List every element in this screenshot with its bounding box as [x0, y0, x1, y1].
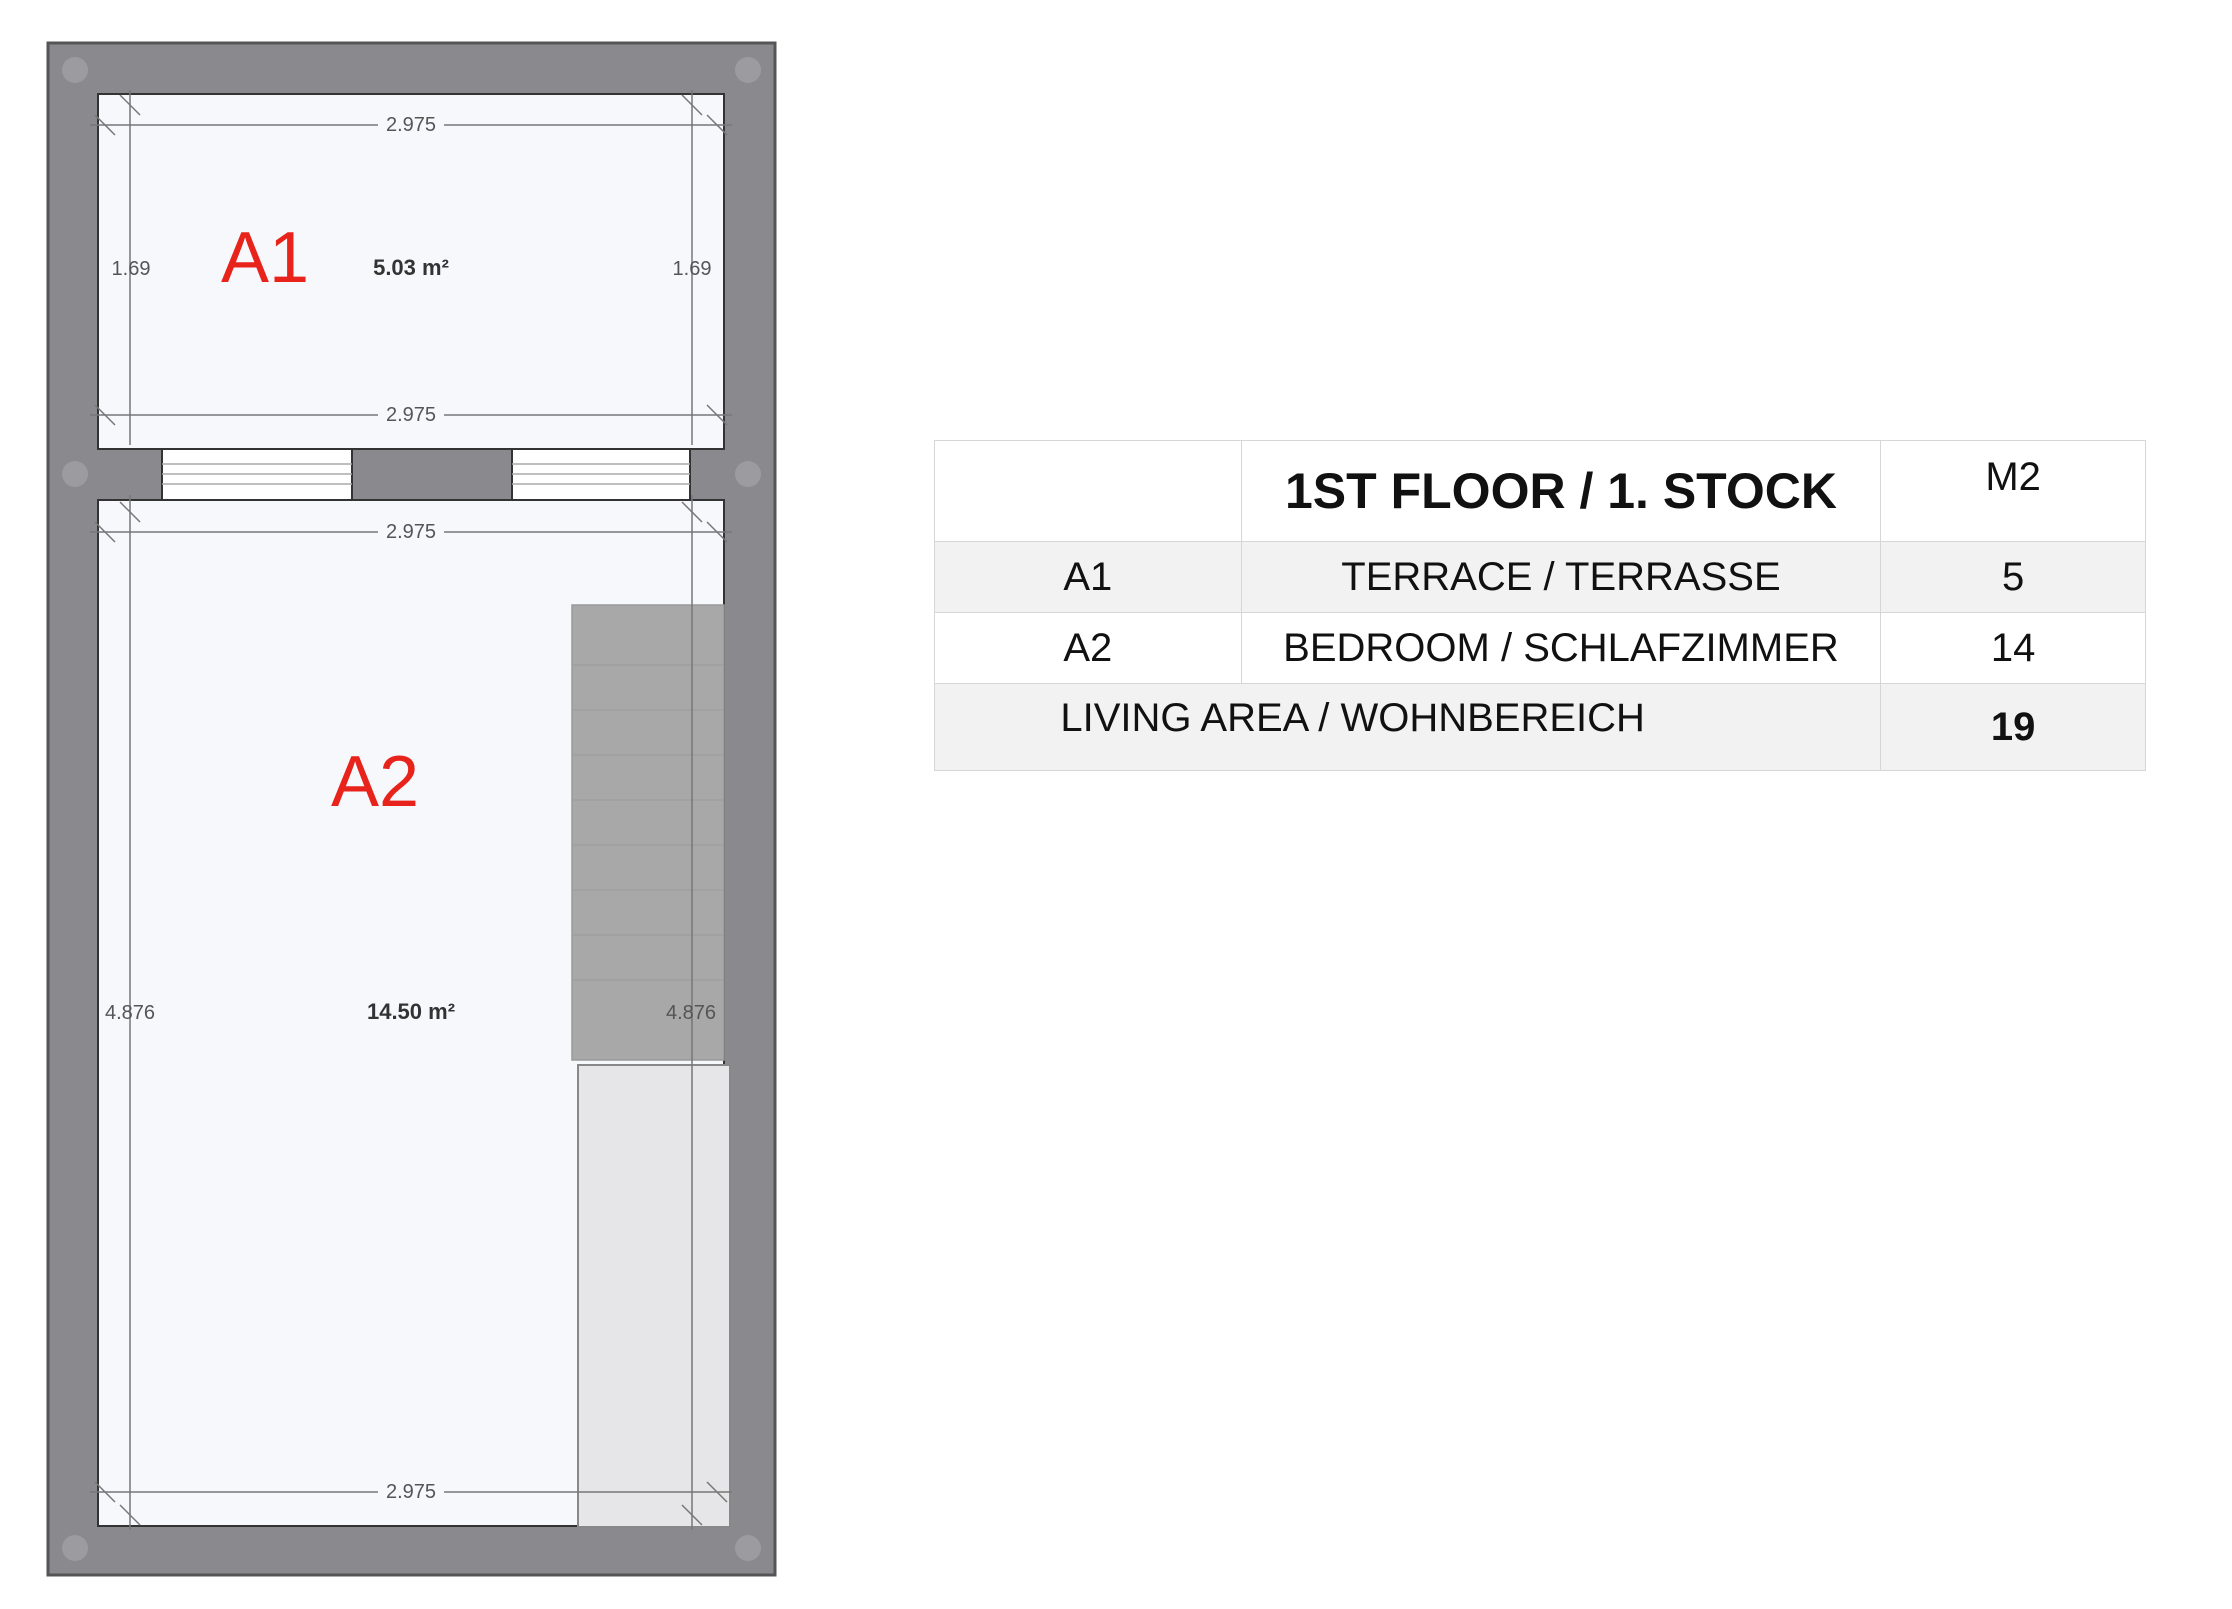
a1-width-top: 2.975: [386, 114, 436, 136]
table-row: A1 TERRACE / TERRASSE 5: [934, 541, 2146, 613]
a2-area: 14.50 m²: [367, 999, 455, 1024]
table-header-row: 1ST FLOOR / 1. STOCK M2: [934, 440, 2146, 542]
total-label: LIVING AREA / WOHNBEREICH: [933, 683, 1882, 771]
table-row: A2 BEDROOM / SCHLAFZIMMER 14: [934, 612, 2146, 684]
corner-post: [62, 57, 88, 83]
unit-header: M2: [1880, 440, 2146, 542]
header-blank-cell: [934, 440, 1242, 542]
room-a1: [97, 93, 725, 450]
corner-post: [62, 1535, 88, 1561]
room-area-value: 14: [1880, 612, 2146, 684]
a1-width-bottom: 2.975: [386, 404, 436, 426]
total-value: 19: [1880, 683, 2146, 771]
room-code: A1: [934, 541, 1242, 613]
a1-height-right: 1.69: [673, 258, 712, 280]
corner-post: [735, 1535, 761, 1561]
a1-height-left: 1.69: [112, 258, 151, 280]
staircase: [571, 604, 725, 1061]
floor-plan: 2.975 2.975 1.69 1.69 5.03 m² A1 2.975 2…: [46, 41, 777, 1577]
room-area-value: 5: [1880, 541, 2146, 613]
total-row: LIVING AREA / WOHNBEREICH 19: [933, 683, 2146, 771]
table-title: 1ST FLOOR / 1. STOCK: [1240, 440, 1882, 542]
a2-room-label: A2: [331, 742, 419, 822]
a2-width-top: 2.975: [386, 521, 436, 543]
dimension-lines-a2: [90, 495, 732, 1530]
area-table: 1ST FLOOR / 1. STOCK M2 A1 TERRACE / TER…: [933, 440, 2146, 771]
window-right: [511, 448, 691, 501]
corner-post: [735, 461, 761, 487]
window-left: [161, 448, 353, 501]
room-name: BEDROOM / SCHLAFZIMMER: [1240, 612, 1882, 684]
a2-height-left: 4.876: [105, 1002, 155, 1024]
a1-area: 5.03 m²: [373, 255, 449, 280]
room-code: A2: [934, 612, 1242, 684]
room-name: TERRACE / TERRASSE: [1240, 541, 1882, 613]
closet: [577, 1064, 731, 1528]
corner-post: [735, 57, 761, 83]
a2-height-right: 4.876: [666, 1002, 716, 1024]
corner-post: [62, 461, 88, 487]
a1-room-label: A1: [221, 218, 309, 298]
a2-width-bottom: 2.975: [386, 1481, 436, 1503]
